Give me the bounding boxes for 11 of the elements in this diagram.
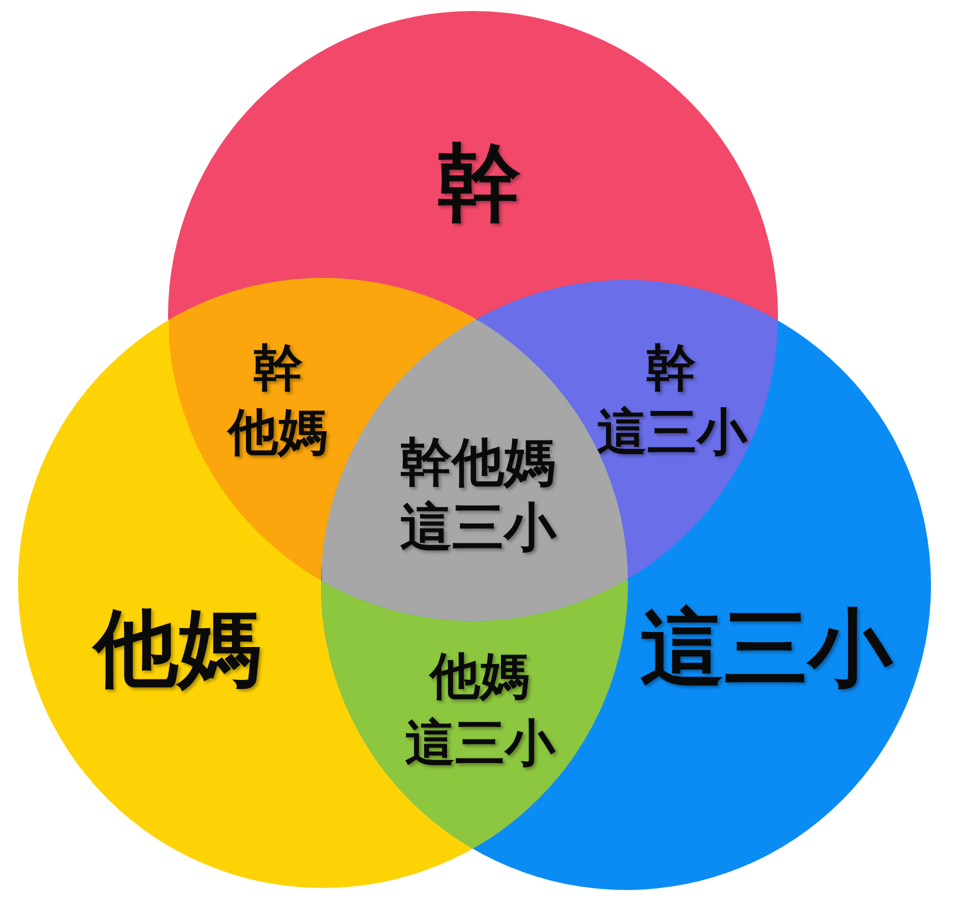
overlap-label: 這三小 [597,407,747,457]
overlap-label: 他媽 [228,407,328,457]
overlap-label: 這三小 [400,502,556,554]
circle-label: 這三小 [640,606,892,690]
overlap-label: 這三小 [405,718,555,768]
overlap-label: 幹 [253,343,303,393]
overlap-label: 幹 [646,343,696,393]
overlap-label: 他媽 [430,651,530,701]
circle-label: 他媽 [94,606,262,690]
circle-label: 幹 [437,141,521,225]
overlap-label: 幹他媽 [400,437,556,489]
